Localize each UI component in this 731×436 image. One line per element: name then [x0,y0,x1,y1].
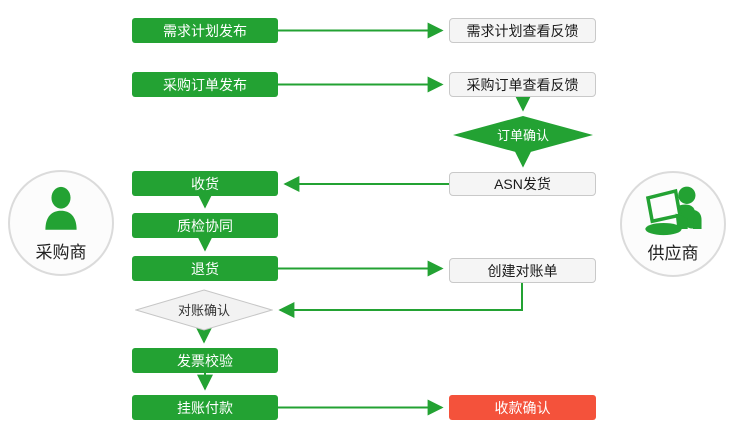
diamond-shape [453,116,593,154]
supplier-laptop-person-icon [641,182,705,238]
decision-label: 对账确认 [177,302,230,318]
step-asn-shipment: ASN发货 [449,172,596,196]
buyer-person-icon [35,181,87,237]
step-account-payment: 挂账付款 [132,395,278,420]
step-receive-goods: 收货 [132,171,278,196]
step-invoice-verification: 发票校验 [132,348,278,373]
diamond-shape [135,289,273,331]
step-create-statement: 创建对账单 [449,258,596,283]
step-demand-plan-feedback: 需求计划查看反馈 [449,18,596,43]
step-quality-inspection: 质检协同 [132,213,278,238]
decision-label: 订单确认 [496,127,549,143]
actor-buyer: 采购商 [8,170,114,276]
step-purchase-order-publish: 采购订单发布 [132,72,278,97]
step-purchase-order-feedback: 采购订单查看反馈 [449,72,596,97]
step-receipt-confirmation: 收款确认 [449,395,596,420]
actor-label: 供应商 [647,244,699,263]
decision-reconciliation-confirmation: 对账确认 [135,289,273,331]
step-demand-plan-publish: 需求计划发布 [132,18,278,43]
actor-supplier: 供应商 [620,171,726,277]
step-return-goods: 退货 [132,256,278,281]
connector-statement-to-recon-confirm [278,283,523,318]
actor-label: 采购商 [35,243,87,262]
decision-order-confirmation: 订单确认 [453,116,593,154]
